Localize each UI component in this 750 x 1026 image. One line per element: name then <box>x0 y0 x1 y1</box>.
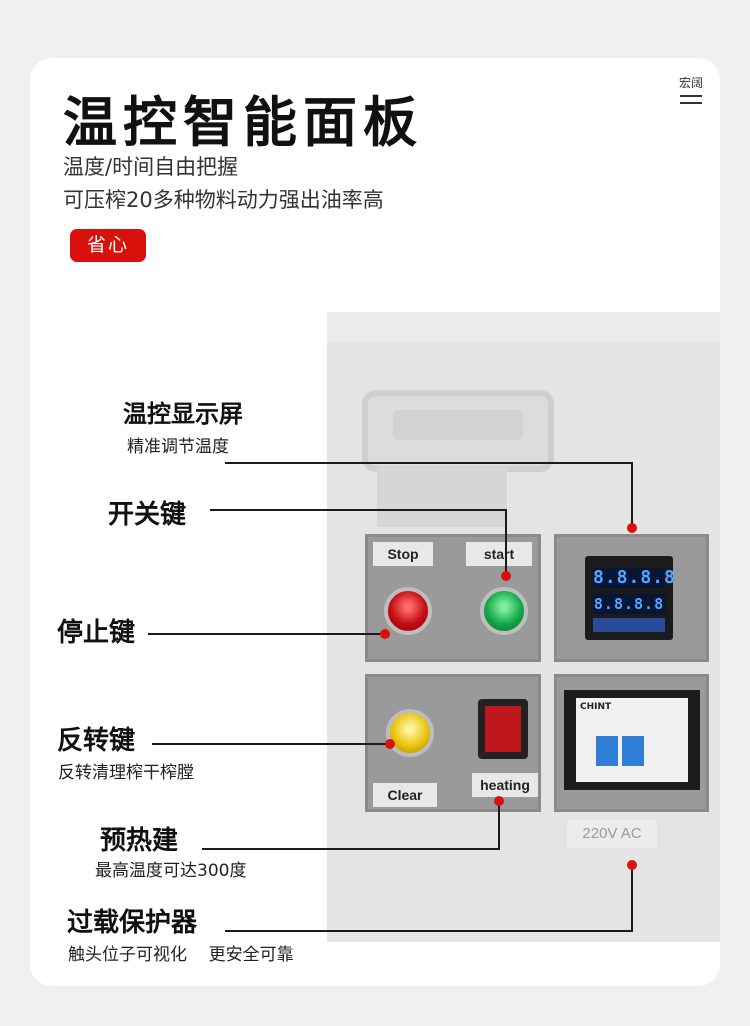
clear-label: Clear <box>373 783 437 807</box>
callout-desc-protector: 触头位子可视化 更安全可靠 <box>68 945 294 965</box>
callout-title-protector: 过载保护器 <box>67 908 198 938</box>
leader-line <box>202 848 500 850</box>
leader-line <box>152 743 390 745</box>
leader-line <box>498 800 500 850</box>
heating-label: heating <box>472 773 538 797</box>
display-top: 8.8.8.8 <box>593 567 676 588</box>
subtitle-1: 温度/时间自由把握 <box>63 155 239 179</box>
callout-dot <box>385 739 395 749</box>
brand-logo: 宏阔 <box>676 74 706 109</box>
leader-line <box>210 509 507 511</box>
menu-icon <box>680 95 702 104</box>
display-bottom: 8.8.8.8 <box>593 594 665 614</box>
breaker-switch-left <box>596 736 618 766</box>
callout-title-display: 温控显示屏 <box>123 400 243 428</box>
temperature-controller: 8.8.8.8 8.8.8.8 <box>585 556 676 640</box>
callout-desc-display: 精准调节温度 <box>127 437 229 457</box>
handle-base <box>377 467 507 527</box>
leader-line <box>225 462 633 464</box>
stop-button <box>384 587 432 635</box>
leader-line <box>631 462 633 528</box>
callout-title-stop: 停止键 <box>57 618 136 648</box>
leader-line <box>225 930 633 932</box>
logo-text: 宏阔 <box>678 76 703 90</box>
breaker-brand: CHINT <box>580 702 612 712</box>
callout-dot <box>494 796 504 806</box>
callout-title-power: 开关键 <box>108 500 187 530</box>
button-plate-top: Stop start <box>365 534 541 662</box>
stop-label: Stop <box>373 542 433 566</box>
overload-protector: CHINT <box>564 690 700 790</box>
heating-switch <box>478 699 528 759</box>
control-panel-photo: Stop start 8.8.8.8 8.8.8.8 Clear heating… <box>327 312 720 942</box>
panel-top-edge <box>327 312 720 342</box>
callout-dot <box>501 571 511 581</box>
feature-badge: 省心 <box>70 229 146 262</box>
page-title: 温控智能面板 <box>63 91 423 154</box>
callout-desc-reverse: 反转清理榨干榨膛 <box>58 763 194 783</box>
reverse-button <box>386 709 434 757</box>
callout-title-reverse: 反转键 <box>57 726 136 756</box>
breaker-switch-right <box>622 736 644 766</box>
subtitle-2: 可压榨20多种物料动力强出油率高 <box>63 188 384 212</box>
leader-line <box>148 633 386 635</box>
voltage-label: 220V AC <box>567 820 657 848</box>
callout-dot <box>380 629 390 639</box>
leader-line <box>631 866 633 932</box>
callout-desc-preheat: 最高温度可达300度 <box>95 861 247 881</box>
callout-title-preheat: 预热建 <box>100 826 179 856</box>
leader-line <box>505 509 507 574</box>
start-button <box>480 587 528 635</box>
start-label: start <box>466 542 532 566</box>
controller-keys <box>593 618 665 632</box>
button-plate-bottom: Clear heating <box>365 674 541 812</box>
callout-dot <box>627 523 637 533</box>
panel-handle <box>362 390 554 472</box>
breaker-body: CHINT <box>576 698 688 782</box>
callout-dot <box>627 860 637 870</box>
product-card: 温控智能面板 温度/时间自由把握 可压榨20多种物料动力强出油率高 省心 宏阔 … <box>30 58 720 986</box>
